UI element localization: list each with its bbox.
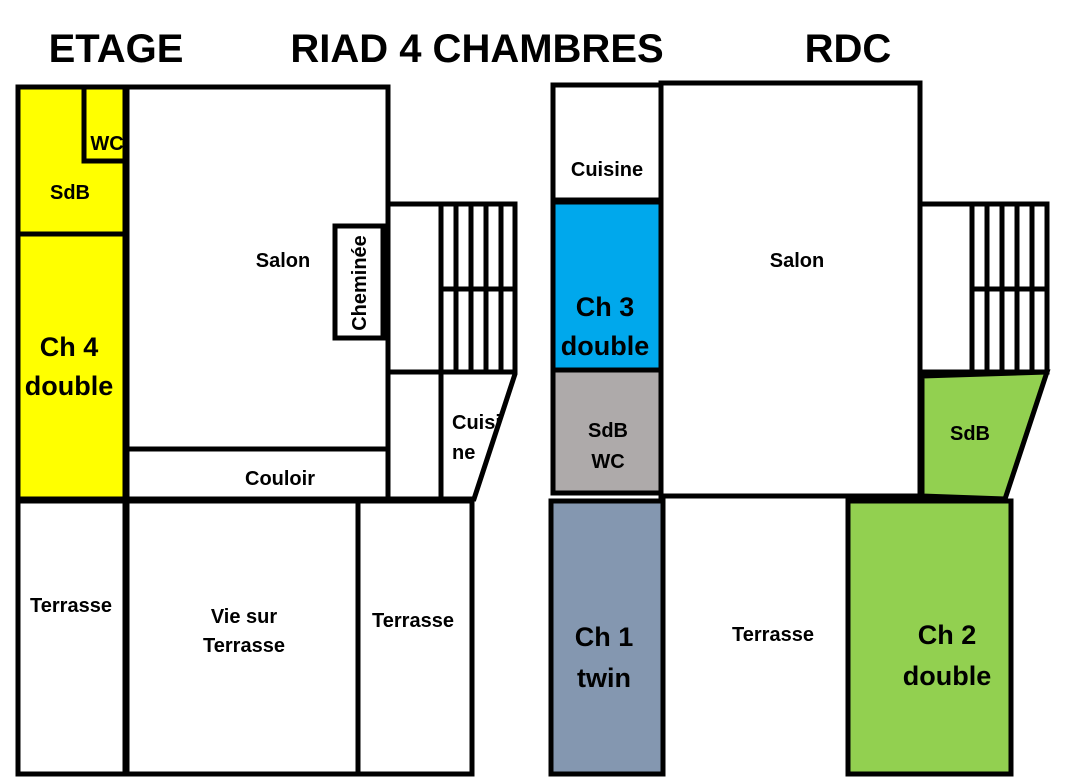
label-rdc-terrasse: Terrasse — [732, 624, 814, 646]
room-etage-terrasse-left — [15, 498, 128, 777]
room-rdc-ch1 — [548, 498, 666, 777]
plan-rdc: Cuisine Ch 3 double SdB WC Salon SdB Ch … — [548, 80, 1051, 777]
label-rdc-sdb-wc-line1: SdB — [588, 420, 628, 442]
label-etage-vie-line1: Vie sur — [211, 606, 278, 628]
rdc-stair-treads — [984, 204, 1035, 372]
label-rdc-salon: Salon — [770, 250, 824, 272]
etage-stair-treads — [453, 204, 504, 372]
label-etage-cuisine-line1: Cuisi — [452, 412, 501, 434]
room-rdc-ch2 — [845, 498, 1014, 777]
label-rdc-ch3-line1: Ch 3 — [576, 292, 635, 322]
label-etage-terrasse-left: Terrasse — [30, 595, 112, 617]
label-etage-couloir: Couloir — [245, 468, 315, 490]
label-etage-salon: Salon — [256, 250, 310, 272]
label-etage-sdb: SdB — [50, 182, 90, 204]
etage-stair-block — [385, 201, 518, 502]
label-rdc-cuisine: Cuisine — [571, 159, 643, 181]
label-rdc-sdb-wc-line2: WC — [591, 451, 624, 473]
label-etage-ch4-line1: Ch 4 — [40, 332, 99, 362]
label-rdc-ch1-line1: Ch 1 — [575, 622, 634, 652]
title-etage: ETAGE — [49, 27, 184, 71]
plan-etage: WC SdB Ch 4 double Salon Cheminée Couloi… — [15, 84, 518, 777]
room-rdc-cuisine — [550, 82, 664, 203]
etage-cheminee — [332, 223, 386, 341]
room-rdc-sdb-wc — [550, 367, 664, 496]
room-etage-vie-sur-terrasse — [124, 498, 361, 777]
label-rdc-ch3-line2: double — [561, 331, 650, 361]
label-etage-cheminee: Cheminée — [349, 235, 371, 331]
label-rdc-ch2-line2: double — [903, 661, 992, 691]
label-etage-wc: WC — [90, 133, 123, 155]
label-rdc-ch1-line2: twin — [577, 663, 631, 693]
title-rdc: RDC — [805, 27, 892, 71]
room-rdc-salon — [658, 80, 923, 499]
title-riad: RIAD 4 CHAMBRES — [290, 27, 663, 71]
label-etage-terrasse-right: Terrasse — [372, 610, 454, 632]
label-etage-vie-line2: Terrasse — [203, 635, 285, 657]
label-etage-cuisine-line2: ne — [452, 442, 475, 464]
room-etage-terrasse-right — [355, 498, 475, 777]
label-rdc-sdb: SdB — [950, 423, 990, 445]
label-etage-ch4-line2: double — [25, 371, 114, 401]
label-rdc-ch2-line1: Ch 2 — [918, 620, 977, 650]
